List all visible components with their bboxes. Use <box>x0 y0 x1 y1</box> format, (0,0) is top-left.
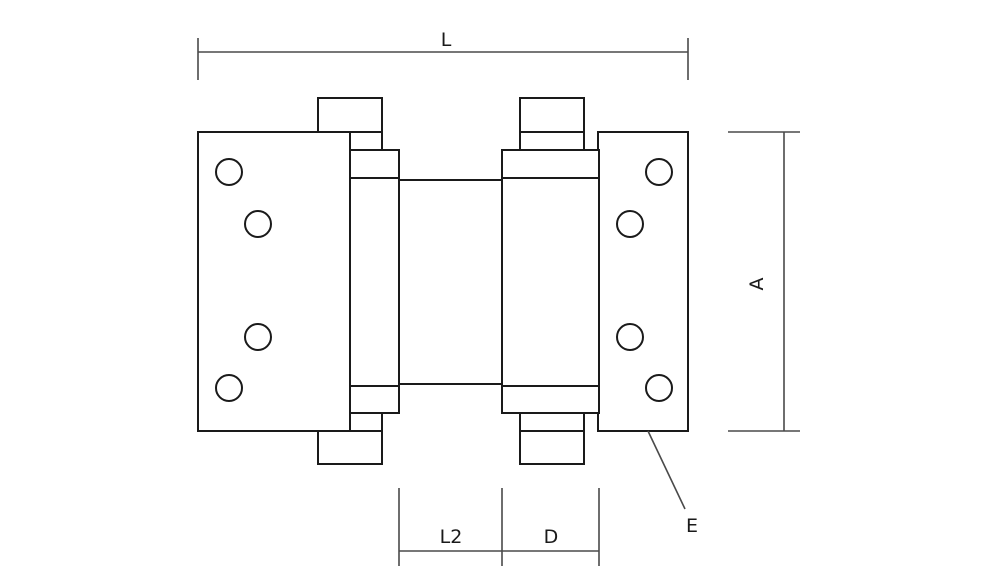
screw-hole <box>215 374 243 402</box>
right-bottom-cap <box>519 429 585 465</box>
screw-hole <box>244 210 272 238</box>
barrel-diameter-label: D <box>544 526 559 548</box>
left-top-stub <box>349 131 383 151</box>
height-label: A <box>746 278 768 291</box>
thickness-label: E <box>686 515 698 537</box>
length-dimension: L <box>197 29 689 80</box>
barrel-offset-label: L2 <box>440 526 463 548</box>
screw-hole <box>645 158 673 186</box>
length-label: L <box>441 29 452 51</box>
left-bottom-cap <box>317 429 383 465</box>
screw-hole <box>215 158 243 186</box>
right-top-stub <box>519 131 585 151</box>
screw-hole <box>616 210 644 238</box>
height-dimension: A <box>728 131 800 432</box>
left-top-cap <box>317 97 383 135</box>
right-bottom-stub <box>519 412 585 432</box>
screw-hole <box>244 323 272 351</box>
screw-hole <box>645 374 673 402</box>
right-top-cap <box>519 97 585 135</box>
left-bottom-stub <box>349 412 383 432</box>
right-knuckle <box>501 149 600 414</box>
left-knuckle <box>349 149 400 414</box>
screw-hole <box>616 323 644 351</box>
thickness-leader: E <box>647 430 698 537</box>
right-leaf-plate <box>597 131 689 432</box>
bottom-dimensions: L2 D <box>398 488 600 566</box>
